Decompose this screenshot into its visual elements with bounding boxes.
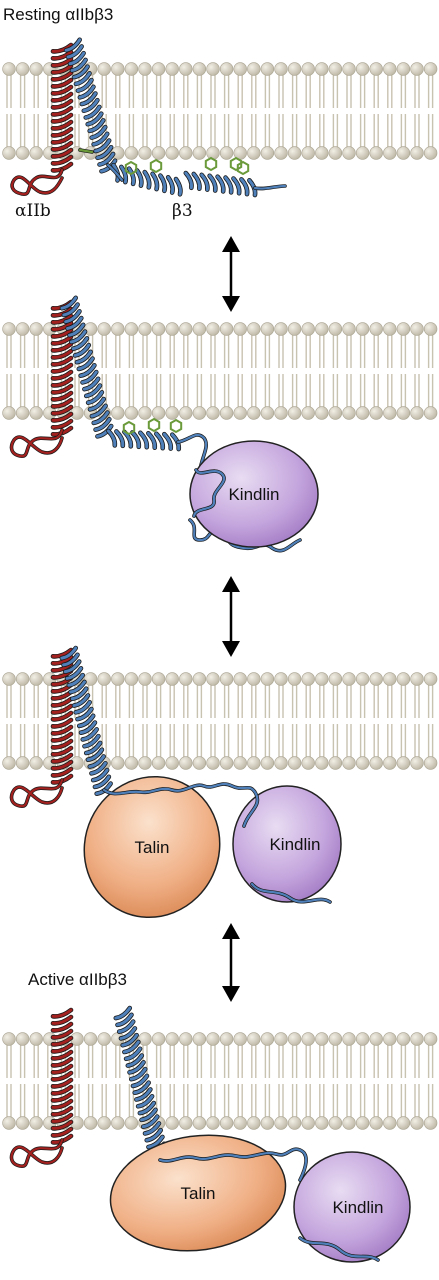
- alpha-iib-helix-4: [50, 1007, 74, 1145]
- kindlin-label-panel2: Kindlin: [228, 485, 279, 504]
- beta3-helix-2: [59, 295, 114, 439]
- panel-kindlin-bound: [9, 295, 302, 553]
- beta3-tail-over-talin-3: [102, 782, 332, 904]
- aromatic-residue-1: [149, 158, 163, 174]
- talin-protein-panel4: Talin: [109, 1134, 287, 1252]
- panel-resting: [10, 37, 287, 198]
- beta3-tail-1: [106, 163, 287, 191]
- lipid-bilayer-1: [2, 62, 438, 160]
- beta-subunit-label: β3: [172, 201, 193, 221]
- kindlin-protein-panel4: Kindlin: [293, 1151, 411, 1263]
- kindlin-label-panel3: Kindlin: [269, 835, 320, 854]
- talin-label-panel3: Talin: [135, 838, 170, 857]
- talin-label-panel4: Talin: [181, 1184, 216, 1203]
- transition-arrow-2: [222, 576, 240, 657]
- kindlin-label-panel4: Kindlin: [332, 1198, 383, 1217]
- beta3-membrane-proximal-helix-2: [106, 428, 182, 452]
- aromatic-residue-4: [236, 160, 250, 176]
- kindlin-protein-panel2: Kindlin: [189, 440, 319, 548]
- alpha-iib-tail-4: [9, 1138, 64, 1168]
- beta3-distal-helix-1: [183, 170, 258, 198]
- beta3-tail-over-kindlin-2: [192, 468, 226, 518]
- beta3-helix-3: [59, 645, 113, 796]
- beta3-helix-4: [113, 1005, 170, 1170]
- alpha-iib-tail-3: [9, 778, 64, 808]
- alpha-iib-helix-1: [50, 42, 74, 173]
- aromatic-residue-2: [204, 156, 218, 172]
- beta3-helix-1: [63, 37, 118, 174]
- aromatic-residue-2: [169, 418, 183, 434]
- salt-bridge-1: [78, 148, 94, 154]
- alpha-subunit-label: αIIb: [15, 201, 51, 221]
- resting-label: Resting αIIbβ3: [3, 5, 113, 24]
- panel-active: [9, 1005, 170, 1170]
- kindlin-protein-panel3: Kindlin: [232, 785, 342, 903]
- transition-arrow-3: [222, 923, 240, 1002]
- lipid-bilayer-4: [2, 1032, 438, 1130]
- active-label: Active αIIbβ3: [28, 970, 127, 989]
- beta3-tail-over-talin-4: [158, 1147, 380, 1262]
- talin-protein-panel3: Talin: [83, 775, 221, 919]
- alpha-iib-tail-2: [9, 428, 64, 458]
- aromatic-residue-0: [122, 420, 136, 436]
- aromatic-residue-3: [229, 156, 243, 172]
- panel-talin-kindlin-bound: [9, 645, 113, 808]
- transition-arrow-1: [222, 236, 240, 312]
- alpha-iib-tail-1: [10, 168, 64, 196]
- aromatic-residue-0: [124, 160, 138, 176]
- aromatic-residue-1: [147, 417, 161, 433]
